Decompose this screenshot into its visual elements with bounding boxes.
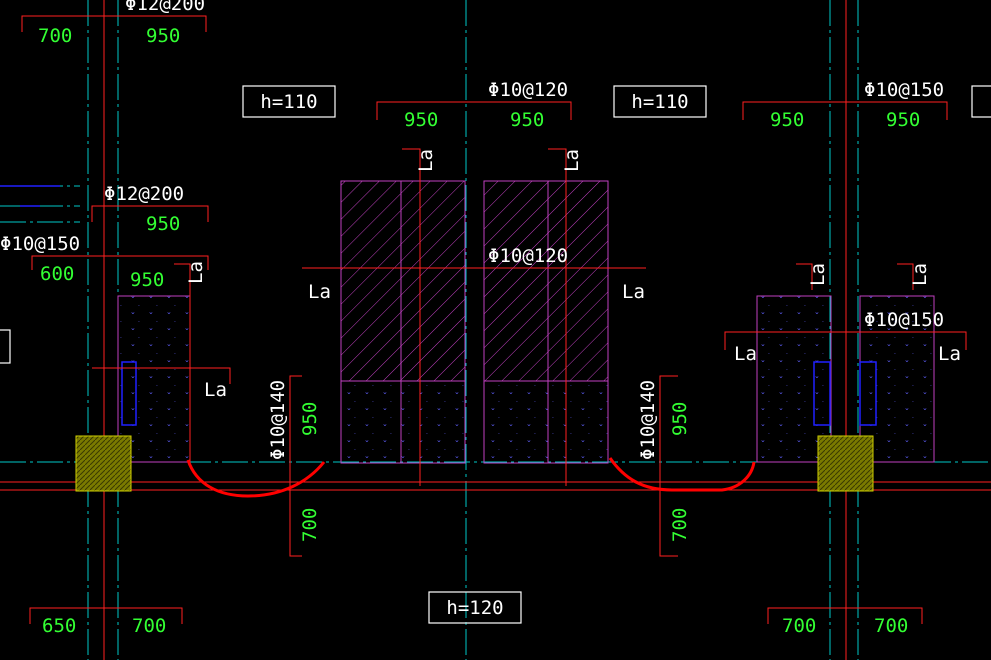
- slab-boxes: [0, 85, 991, 624]
- slab-hatch-left: [340, 180, 466, 382]
- column-left: [75, 435, 132, 492]
- dimension-frames: [21, 0, 967, 624]
- dim-vert-left-lower: 700: [299, 508, 321, 542]
- la-label-2: La: [561, 149, 583, 172]
- rebar-label-vertical-right: Φ10@140: [637, 380, 659, 460]
- rebar-label-upper-left: Φ12@200: [104, 183, 184, 205]
- la-label-6: La: [204, 379, 227, 401]
- slab-hatch-areas: [117, 180, 935, 464]
- rebar-label-top-left: Φ12@200: [125, 0, 205, 15]
- rebar-label-left-edge: Φ10@150: [0, 233, 80, 255]
- dim-upper-left-b: 950: [146, 213, 180, 235]
- markup-arc-right: [608, 457, 756, 492]
- la-label-5: La: [622, 281, 645, 303]
- rebar-label-top-right: Φ10@150: [864, 79, 944, 101]
- dim-top-mid-b: 950: [510, 109, 544, 131]
- slab-thickness-mid: h=110: [631, 91, 688, 113]
- dim-top-left-b: 950: [146, 25, 180, 47]
- slab-hatch-right: [483, 180, 609, 382]
- la-label-9: La: [734, 343, 757, 365]
- la-label-3: La: [185, 261, 207, 284]
- dim-top-left-a: 700: [38, 25, 72, 47]
- dim-bottom-left-a: 650: [42, 615, 76, 637]
- dim-left-b: 950: [130, 269, 164, 291]
- dim-left-a: 600: [40, 263, 74, 285]
- dim-bottom-right-a: 700: [782, 615, 816, 637]
- markup-arc-left: [186, 459, 326, 498]
- la-label-7: La: [807, 263, 829, 286]
- dim-bottom-right-b: 700: [874, 615, 908, 637]
- slab-dots-far-right-b: [859, 295, 935, 463]
- slab-thickness-bottom: h=120: [446, 597, 503, 619]
- rebar-label-vertical-left: Φ10@140: [267, 380, 289, 460]
- la-label-10: La: [938, 343, 961, 365]
- dim-vert-right-lower: 700: [669, 508, 691, 542]
- slab-dots-far-left: [117, 295, 191, 463]
- la-label-8: La: [909, 263, 931, 286]
- la-label-1: La: [415, 149, 437, 172]
- blue-openings: [0, 185, 877, 426]
- dim-top-mid-a: 950: [404, 109, 438, 131]
- dim-vert-left-upper: 950: [299, 402, 321, 436]
- dim-bottom-left-b: 700: [132, 615, 166, 637]
- column-right: [817, 435, 874, 492]
- markup-arcs: [186, 457, 756, 498]
- dim-vert-right-upper: 950: [669, 402, 691, 436]
- dim-top-right-a: 950: [770, 109, 804, 131]
- rebar-label-right-mid: Φ10@150: [864, 309, 944, 331]
- rebar-label-center-mid: Φ10@120: [488, 245, 568, 267]
- slab-thickness-left: h=110: [260, 91, 317, 113]
- slab-dots-left: [340, 380, 466, 464]
- la-label-4: La: [308, 281, 331, 303]
- slab-dots-far-right-a: [756, 295, 832, 463]
- rebar-label-top-mid: Φ10@120: [488, 79, 568, 101]
- dim-top-right-b: 950: [886, 109, 920, 131]
- slab-dots-right: [483, 380, 609, 464]
